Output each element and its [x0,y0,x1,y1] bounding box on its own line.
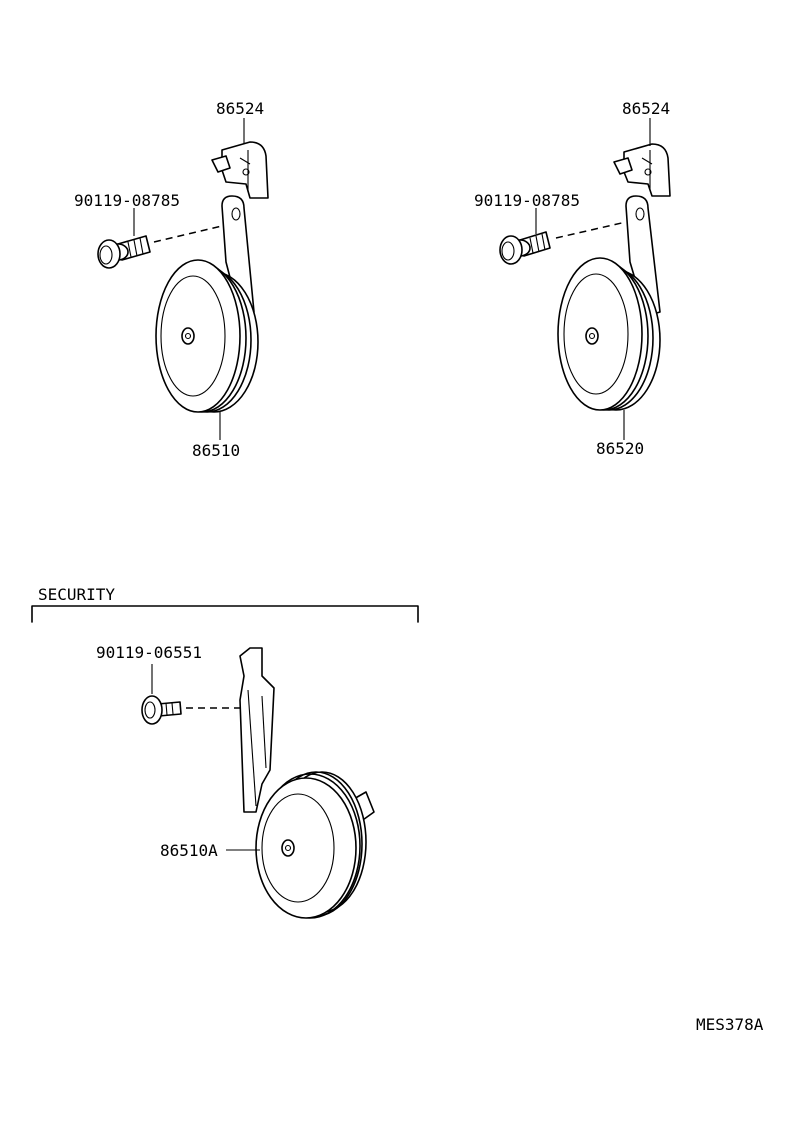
security-title: SECURITY [38,585,115,604]
bolt-90119-06551-label: 90119-06551 [96,643,202,662]
bracket-86524-label: 86524 [622,99,670,118]
horn-assembly-86510 [97,118,269,440]
horn-86520-part [557,257,661,411]
security-horn-strap [239,647,275,813]
horn-86510a-label: 86510A [160,841,218,860]
diagram-code: MES378A [696,1015,764,1034]
horn-strap [625,195,661,317]
bolt-90119-08785-label: 90119-08785 [74,191,180,210]
horn-assembly-86520 [499,118,671,440]
bolt-90119-06551-part [141,695,182,725]
bracket-86524-label: 86524 [216,99,264,118]
bolt-90119-08785-part [97,235,151,269]
horn-86520-label: 86520 [596,439,644,458]
security-group [31,605,419,919]
horn-86510a-part [255,771,367,919]
horn-86510-part [155,259,259,413]
bracket-86524-part [613,143,671,197]
horn-strap [221,195,255,317]
bracket-86524-part [211,141,269,199]
bolt-90119-08785-part [499,231,551,265]
security-bracket-line [31,605,419,623]
horn-86510-label: 86510 [192,441,240,460]
bolt-90119-08785-label: 90119-08785 [474,191,580,210]
